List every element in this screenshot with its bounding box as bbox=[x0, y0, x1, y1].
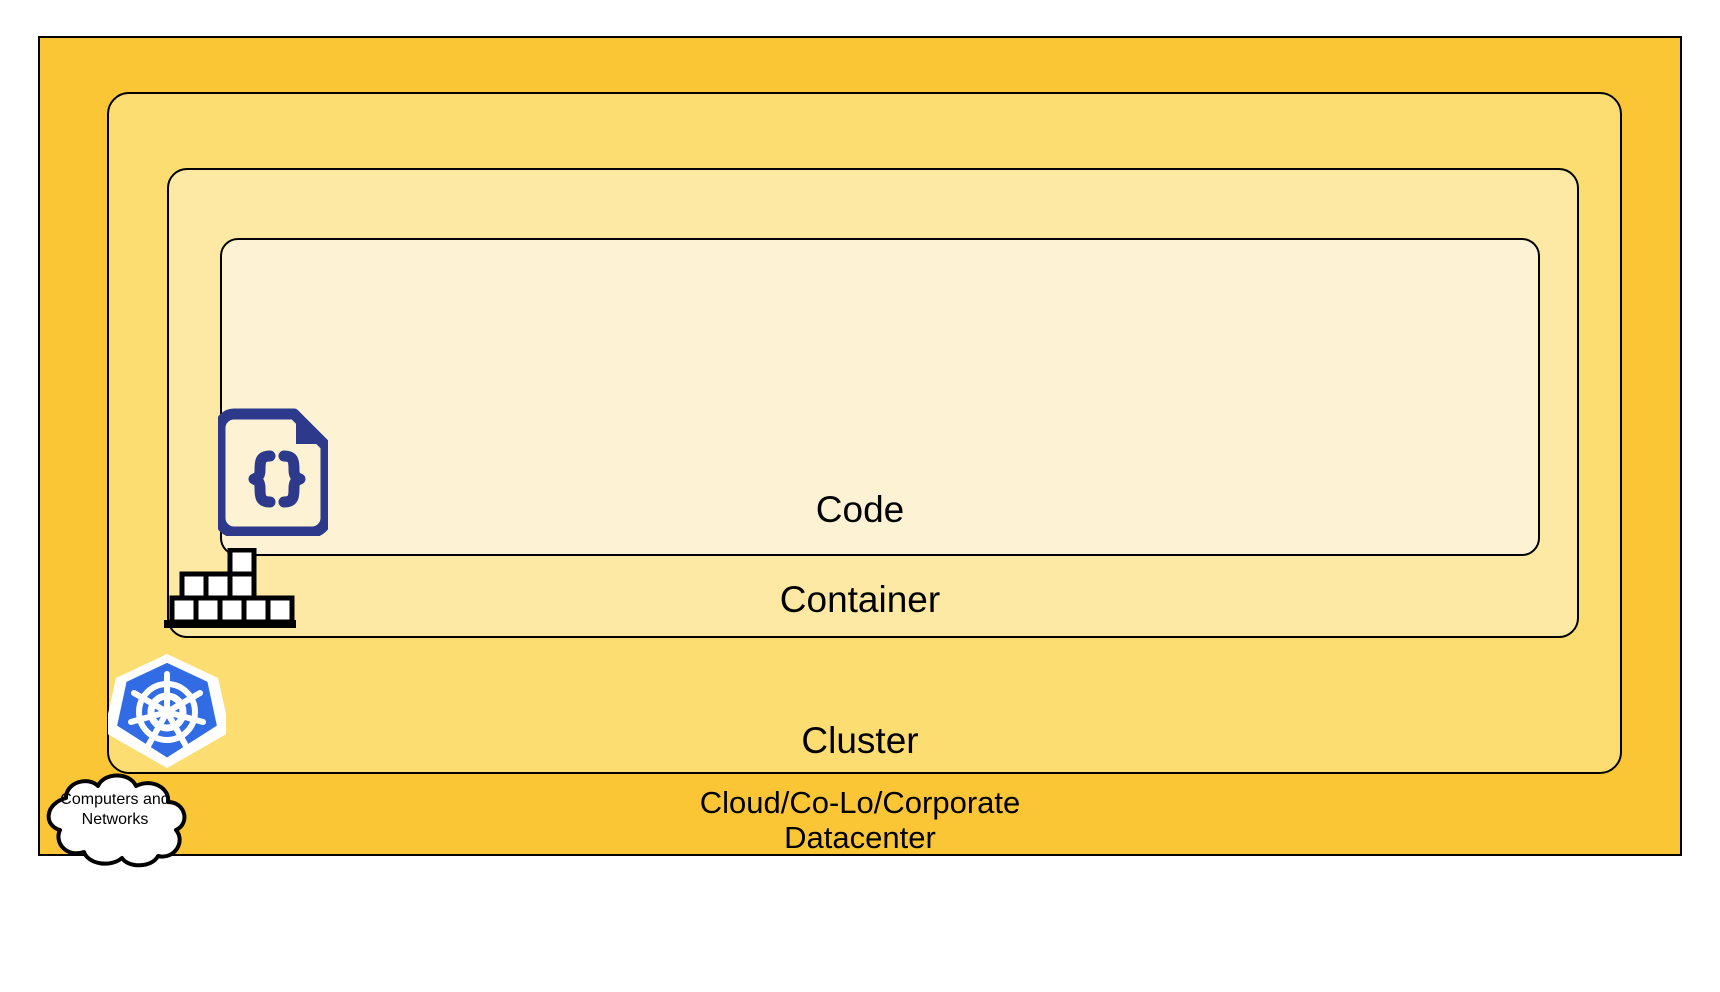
container-stack-icon bbox=[164, 547, 296, 628]
layer-label-datacenter: Cloud/Co-Lo/Corporate Datacenter bbox=[699, 785, 1021, 855]
cloud-network-icon bbox=[32, 770, 198, 868]
layer-label-code: Code bbox=[815, 489, 905, 530]
kubernetes-icon bbox=[104, 652, 230, 770]
layer-label-container: Container bbox=[779, 579, 941, 620]
cloud-network-label: Computers and Networks bbox=[60, 791, 170, 828]
code-file-icon bbox=[214, 408, 332, 538]
layer-label-cluster: Cluster bbox=[801, 720, 919, 761]
layer-code[interactable] bbox=[220, 238, 1540, 556]
